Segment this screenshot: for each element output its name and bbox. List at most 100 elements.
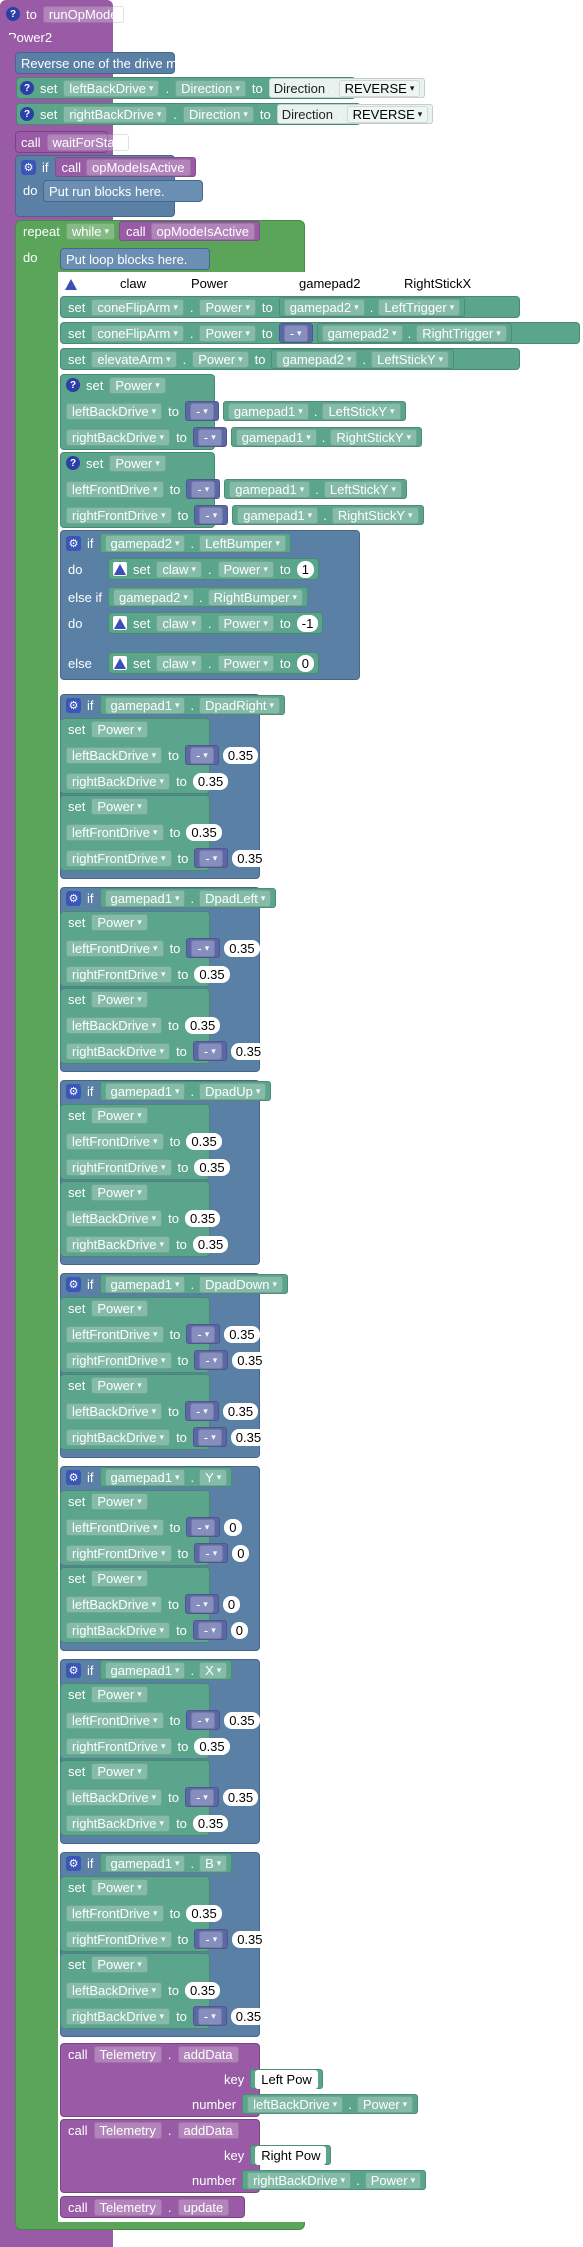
pad-dropdown[interactable]: gamepad1	[104, 696, 186, 714]
button-dropdown[interactable]: RightBumper	[207, 588, 303, 606]
negate-dropdown[interactable]: -	[191, 1518, 216, 1536]
power-dropdown[interactable]: Power	[91, 720, 148, 738]
negate-dropdown[interactable]: -	[283, 324, 308, 342]
gear-icon[interactable]: ⚙	[66, 890, 81, 906]
power-dropdown[interactable]: Power	[91, 1762, 148, 1780]
pad-dropdown[interactable]: gamepad1	[104, 1661, 186, 1679]
telemetry-adddata-block[interactable]	[60, 2043, 260, 2117]
power-dropdown[interactable]: Power	[364, 2171, 422, 2189]
number-value[interactable]: 0.35	[192, 772, 229, 790]
negate-dropdown[interactable]: -	[191, 1325, 216, 1343]
gamepad2-var[interactable]: gamepad2	[299, 276, 361, 291]
prop-dropdown[interactable]: Power	[192, 350, 249, 368]
number-value[interactable]: 0.35	[194, 965, 230, 983]
motor-dropdown[interactable]: rightFrontDrive	[66, 849, 172, 867]
pad-dropdown[interactable]: gamepad2	[283, 298, 365, 316]
pad-dropdown[interactable]: gamepad1	[229, 480, 311, 498]
number-value[interactable]: 0.35	[222, 746, 259, 764]
negate-dropdown[interactable]: -	[197, 2007, 222, 2025]
key-string[interactable]: Left Pow	[255, 2069, 318, 2089]
number-value[interactable]: 0	[222, 1595, 241, 1613]
number-value[interactable]: 0	[296, 654, 314, 672]
number-value[interactable]: 0.35	[184, 1016, 221, 1034]
claw-dropdown[interactable]: claw	[156, 654, 202, 672]
number-value[interactable]: 0.35	[224, 1325, 260, 1343]
button-dropdown[interactable]: DpadLeft	[199, 889, 272, 907]
number-value[interactable]: 0.35	[232, 1930, 268, 1948]
negate-dropdown[interactable]: -	[197, 1621, 222, 1639]
pad-dropdown[interactable]: gamepad2	[321, 324, 403, 342]
comment-loop[interactable]	[60, 248, 210, 270]
motor-dropdown[interactable]: leftBackDrive	[66, 1595, 163, 1613]
wait-function[interactable]: waitForStart	[46, 133, 129, 151]
help-icon[interactable]: ?	[66, 456, 80, 470]
gear-icon[interactable]: ⚙	[66, 1662, 81, 1678]
motor-dropdown[interactable]: rightFrontDrive	[66, 1737, 172, 1755]
stick-dropdown[interactable]: LeftStickY	[322, 402, 401, 420]
motor-dropdown[interactable]: rightFrontDrive	[66, 1544, 172, 1562]
gear-icon[interactable]: ⚙	[66, 1083, 81, 1099]
motor-dropdown[interactable]: rightFrontDrive	[66, 1351, 172, 1369]
stick-dropdown[interactable]: RightStickY	[330, 428, 418, 446]
number-value[interactable]: 0.35	[186, 823, 222, 841]
power-dropdown[interactable]: Power	[91, 1685, 148, 1703]
negate-dropdown[interactable]: -	[191, 939, 216, 957]
direction-value-dropdown[interactable]: REVERSE	[338, 79, 421, 97]
number-value[interactable]: 0.35	[192, 1235, 229, 1253]
button-dropdown[interactable]: LeftTrigger	[378, 298, 461, 316]
motor-dropdown[interactable]: leftFrontDrive	[66, 1325, 164, 1343]
power-dropdown[interactable]: Power	[91, 1299, 148, 1317]
number-value[interactable]: 0.35	[224, 1711, 260, 1729]
motor-dropdown[interactable]: rightBackDrive	[63, 105, 168, 123]
gear-icon[interactable]: ⚙	[21, 159, 36, 175]
button-dropdown[interactable]: LeftStickY	[371, 350, 450, 368]
number-value[interactable]: 0.35	[184, 1981, 221, 1999]
telemetry-obj[interactable]: Telemetry	[93, 2198, 162, 2216]
number-value[interactable]: 1	[296, 560, 314, 578]
gear-icon[interactable]: ⚙	[66, 1276, 81, 1292]
number-value[interactable]: 0.35	[192, 1814, 229, 1832]
motor-dropdown[interactable]: rightBackDrive	[66, 1621, 171, 1639]
target-dropdown[interactable]: coneFlipArm	[91, 324, 184, 342]
stick-dropdown[interactable]: LeftStickY	[323, 480, 402, 498]
call-wait-block[interactable]	[15, 131, 108, 153]
adddata-method[interactable]: addData	[177, 2045, 239, 2063]
power-dropdown[interactable]: Power	[91, 797, 148, 815]
property-dropdown[interactable]: Direction	[183, 105, 254, 123]
warning-icon[interactable]	[113, 656, 127, 670]
claw-dropdown[interactable]: claw	[156, 614, 202, 632]
prop-dropdown[interactable]: Power	[199, 324, 256, 342]
number-value[interactable]: 0.35	[230, 1428, 267, 1446]
motor-dropdown[interactable]: rightBackDrive	[66, 1428, 171, 1446]
telemetry-obj[interactable]: Telemetry	[93, 2121, 162, 2139]
negate-dropdown[interactable]: -	[189, 1402, 214, 1420]
negate-dropdown[interactable]: -	[197, 428, 222, 446]
gear-icon[interactable]: ⚙	[66, 697, 81, 713]
motor-dropdown[interactable]: leftBackDrive	[63, 79, 160, 97]
motor-dropdown[interactable]: leftFrontDrive	[66, 480, 164, 498]
motor-dropdown[interactable]: rightBackDrive	[66, 428, 171, 446]
while-dropdown[interactable]: while	[65, 222, 116, 240]
warning-icon[interactable]	[113, 616, 127, 630]
pad-dropdown[interactable]: gamepad1	[104, 1082, 186, 1100]
gear-icon[interactable]: ⚙	[66, 535, 81, 551]
pad-dropdown[interactable]: gamepad2	[112, 588, 194, 606]
motor-dropdown[interactable]: leftBackDrive	[66, 1209, 163, 1227]
warning-icon[interactable]	[113, 562, 127, 576]
property-dropdown[interactable]: Direction	[175, 79, 246, 97]
power-var[interactable]: Power	[191, 276, 228, 291]
motor-dropdown[interactable]: rightBackDrive	[247, 2171, 352, 2189]
telemetry-update-block[interactable]	[60, 2196, 245, 2218]
number-value[interactable]: 0	[230, 1621, 249, 1639]
active-function[interactable]: opModeIsActive	[150, 222, 256, 240]
power-dropdown[interactable]: Power	[91, 913, 148, 931]
number-value[interactable]: 0	[224, 1518, 242, 1536]
power-dropdown[interactable]: Power	[217, 560, 274, 578]
motor-dropdown[interactable]: rightFrontDrive	[66, 1930, 172, 1948]
negate-dropdown[interactable]: -	[197, 1042, 222, 1060]
number-value[interactable]: 0.35	[186, 1132, 222, 1150]
stick-dropdown[interactable]: RightStickY	[331, 506, 419, 524]
motor-dropdown[interactable]: leftBackDrive	[66, 402, 163, 420]
negate-dropdown[interactable]: -	[199, 506, 224, 524]
number-value[interactable]: 0.35	[230, 1042, 267, 1060]
